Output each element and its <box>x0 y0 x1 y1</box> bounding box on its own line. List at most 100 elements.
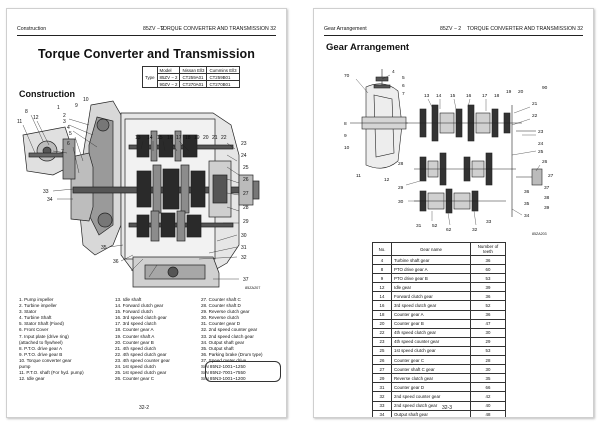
callout-label: 33 <box>486 219 492 225</box>
gear-number: 33 <box>372 400 392 411</box>
gear-number: 26 <box>372 355 392 366</box>
parts-list-item: 3. Stator <box>19 309 37 315</box>
gear-name: 1st speed clutch gear <box>391 345 471 357</box>
callout-label: 37 <box>544 185 550 191</box>
parts-list-item: 15. Forward clutch <box>115 309 153 315</box>
page-header: Construction 85ZV − 2 TORQUE CONVERTER A… <box>17 25 276 36</box>
callout-label: 38 <box>544 195 550 201</box>
callout-label: 34 <box>524 213 530 219</box>
callout-label: 20 <box>203 135 209 141</box>
callout-label: 5 <box>69 131 72 137</box>
callout-label: 4 <box>67 125 70 131</box>
callout-label: 26 <box>542 159 548 165</box>
parts-list-item: 31. Counter gear D <box>201 321 241 327</box>
parts-list-column-3: 27. Counter shaft C 28. Counter shaft D … <box>201 297 263 382</box>
gear-table-head: Number of teeth <box>470 242 506 256</box>
callout-label: 28 <box>398 161 404 167</box>
callout-label: 24 <box>241 153 247 159</box>
parts-list-item: S/N 85N3-1001~1200 <box>201 376 246 382</box>
callout-label: 29 <box>398 185 404 191</box>
model-table-head: Cummins Ell3 <box>206 66 240 74</box>
callout-label: 17 <box>482 93 488 99</box>
model-table-cell: 85ZV − 2 <box>156 73 181 81</box>
gear-table-head: No. <box>372 242 392 256</box>
gear-name: 4th speed counter gear <box>391 336 471 347</box>
parts-list-item: 25. 1st speed clutch gear <box>115 370 167 376</box>
parts-list-item: 4. Turbine Shaft <box>19 315 52 321</box>
callout-label: 12 <box>33 115 39 121</box>
callout-label: 33 <box>43 189 49 195</box>
parts-list-item: 28. Counter shaft D <box>201 303 241 309</box>
callout-label: 9 <box>344 133 347 139</box>
gear-teeth-count: 66 <box>470 382 506 393</box>
gear-name: 4th speed clutch gear <box>391 327 471 338</box>
callout-label: 15 <box>157 135 163 141</box>
parts-list-item: 29. Reverse clutch gear <box>201 309 250 315</box>
callout-label: 13 <box>135 135 141 141</box>
gear-teeth-count: 30 <box>470 364 506 375</box>
page-32-3: Gear Arrangement 85ZV − 2 TORQUE CONVERT… <box>313 8 594 418</box>
callout-label: 11 <box>356 173 361 179</box>
callout-label: 21 <box>212 135 218 141</box>
parts-list-item: S/N 85N2-1001~1250 <box>201 364 246 370</box>
parts-list-item: 32. 2nd speed counter gear <box>201 327 258 333</box>
model-table-cell: CT270B01 <box>206 80 240 88</box>
parts-list-item: (attached to flywheel) <box>19 339 63 345</box>
gear-teeth-count: 42 <box>470 391 506 402</box>
callout-label: 22 <box>532 113 538 119</box>
gear-teeth-count: 30 <box>470 327 506 338</box>
gear-teeth-count: 36 <box>470 291 506 302</box>
callout-label: 3 <box>63 119 66 125</box>
gear-number: 14 <box>372 291 392 302</box>
callout-label: 36 <box>524 189 530 195</box>
parts-list-item: 26. Counter gear C <box>115 376 155 382</box>
callout-label: 29 <box>243 219 249 225</box>
figure-code: 85ZA207 <box>245 286 260 290</box>
model-table-cell: 90ZV − 2 <box>156 80 181 88</box>
gear-name: Counter gear A <box>391 309 471 320</box>
callout-label: 39 <box>544 205 550 211</box>
callout-label: 13 <box>424 93 430 99</box>
callout-label: 17 <box>176 135 182 141</box>
page-32-2: Construction 85ZV − 2 TORQUE CONVERTER A… <box>6 8 287 418</box>
serial-number-outline <box>205 361 281 382</box>
model-table-cell: CT259B01 <box>206 73 240 81</box>
header-chapter: TORQUE CONVERTER AND TRANSMISSION 32 <box>466 26 583 32</box>
gear-number: 22 <box>372 327 392 338</box>
parts-list-column-1: 1. Pump impeller 2. Turbine impeller 3. … <box>19 297 84 382</box>
gear-teeth-count: 28 <box>470 355 506 366</box>
callout-label: 34 <box>47 197 53 203</box>
parts-list-item: S/N 85N2-7001~7550 <box>201 370 246 376</box>
gear-number: 12 <box>372 282 392 293</box>
gear-name: PTO drive gear A <box>391 264 471 275</box>
callout-label: 16 <box>466 93 472 99</box>
figure-code: 85ZA203 <box>532 232 547 236</box>
parts-list-item: 23. 4th speed counter gear <box>115 357 170 363</box>
gear-number: 9 <box>372 273 392 284</box>
parts-list-column-2: 13. Idle shaft 14. Forward clutch gear 1… <box>115 297 170 382</box>
callout-label: 7 <box>402 91 405 97</box>
callout-label: 21 <box>532 101 538 107</box>
gear-teeth-count: 36 <box>470 254 506 266</box>
gear-teeth-count: 47 <box>470 318 506 329</box>
gear-name: Counter gear D <box>391 382 471 393</box>
callout-label: 15 <box>450 93 456 99</box>
callout-label: 30 <box>241 233 247 239</box>
parts-list-item: 35. Output shaft <box>201 345 234 351</box>
gear-number: 23 <box>372 336 392 347</box>
callout-label: 12 <box>384 177 390 183</box>
callout-label: 25 <box>538 149 544 155</box>
callout-label: 18 <box>185 135 191 141</box>
gear-teeth-count: 36 <box>470 309 506 320</box>
gear-number: 31 <box>372 382 392 393</box>
